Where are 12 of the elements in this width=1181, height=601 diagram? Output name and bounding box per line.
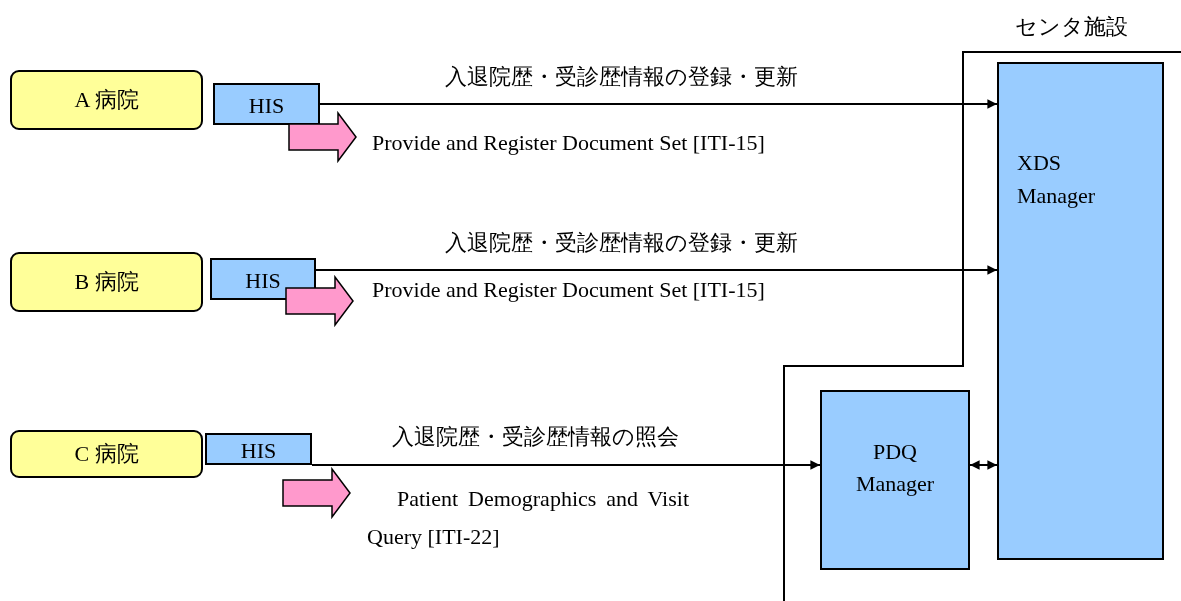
hospital-box: C 病院: [10, 430, 203, 478]
manager-box: XDS Manager: [997, 62, 1164, 560]
area-label: センタ施設: [1015, 13, 1128, 41]
system-box: HIS: [213, 83, 320, 125]
system-box: HIS: [210, 258, 316, 300]
hospital-box: B 病院: [10, 252, 203, 312]
transaction-label: Patient Demographics and Visit Query [ITI-22]: [367, 485, 689, 551]
transaction-label: Provide and Register Document Set [ITI-15]: [372, 130, 765, 156]
manager-box: PDQ Manager: [820, 390, 970, 570]
system-box: HIS: [205, 433, 312, 465]
transaction-label: Provide and Register Document Set [ITI-15]: [372, 277, 765, 303]
hospital-box: A 病院: [10, 70, 203, 130]
